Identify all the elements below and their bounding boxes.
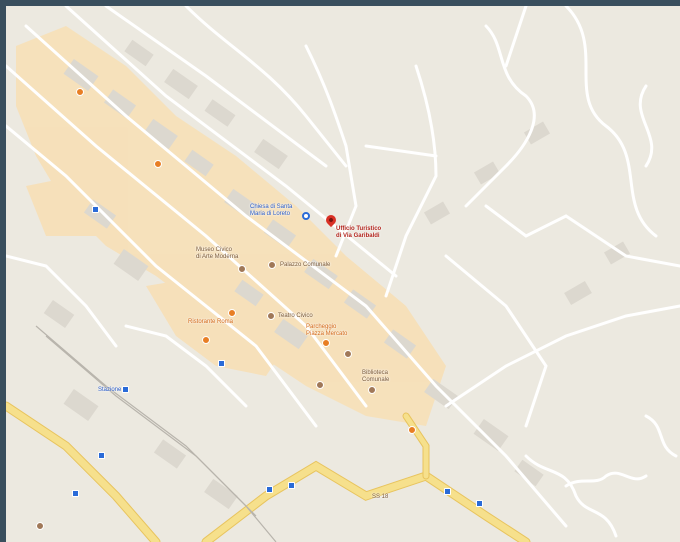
poi-label-restaurant[interactable]: Ristorante Roma [188, 319, 234, 325]
transit-icon[interactable] [288, 482, 295, 489]
poi-label-theatre[interactable]: Teatro Civico [278, 313, 313, 319]
rail-line [35, 325, 277, 542]
museum-icon[interactable] [238, 265, 246, 273]
restaurant-icon[interactable] [76, 88, 84, 96]
poi-label-station[interactable]: Stazione [98, 387, 122, 393]
transit-icon[interactable] [122, 386, 129, 393]
transit-icon[interactable] [266, 486, 273, 493]
museum-icon[interactable] [344, 350, 352, 358]
map-canvas[interactable]: Chiesa di Santa Maria di Loreto Ufficio … [6, 6, 680, 542]
museum-icon[interactable] [268, 261, 276, 269]
local-roads [6, 6, 680, 538]
poi-label-parking[interactable]: Parcheggio Piazza Mercato [306, 324, 348, 337]
museum-icon[interactable] [316, 381, 324, 389]
transit-icon[interactable] [476, 500, 483, 507]
poi-label-church[interactable]: Chiesa di Santa Maria di Loreto [250, 204, 293, 217]
transit-icon[interactable] [218, 360, 225, 367]
highways [6, 401, 531, 542]
built-up-areas [16, 26, 446, 426]
poi-label-palazzo[interactable]: Palazzo Comunale [280, 262, 331, 268]
transit-icon[interactable] [92, 206, 99, 213]
restaurant-icon[interactable] [202, 336, 210, 344]
museum-icon[interactable] [36, 522, 44, 530]
restaurant-icon[interactable] [154, 160, 162, 168]
selected-place-label[interactable]: Ufficio Turistico di Via Garibaldi [336, 226, 382, 239]
poi-label-museum[interactable]: Museo Civico di Arte Moderna [196, 247, 239, 260]
poi-label-library[interactable]: Biblioteca Comunale [362, 370, 390, 383]
restaurant-icon[interactable] [228, 309, 236, 317]
restaurant-icon[interactable] [408, 426, 416, 434]
church-icon[interactable] [302, 212, 310, 220]
map-layer[interactable] [6, 6, 680, 542]
road-label: SS 18 [372, 494, 389, 500]
museum-icon[interactable] [368, 386, 376, 394]
transit-icon[interactable] [98, 452, 105, 459]
parking-icon[interactable] [322, 339, 330, 347]
museum-icon[interactable] [267, 312, 275, 320]
transit-icon[interactable] [72, 490, 79, 497]
transit-icon[interactable] [444, 488, 451, 495]
